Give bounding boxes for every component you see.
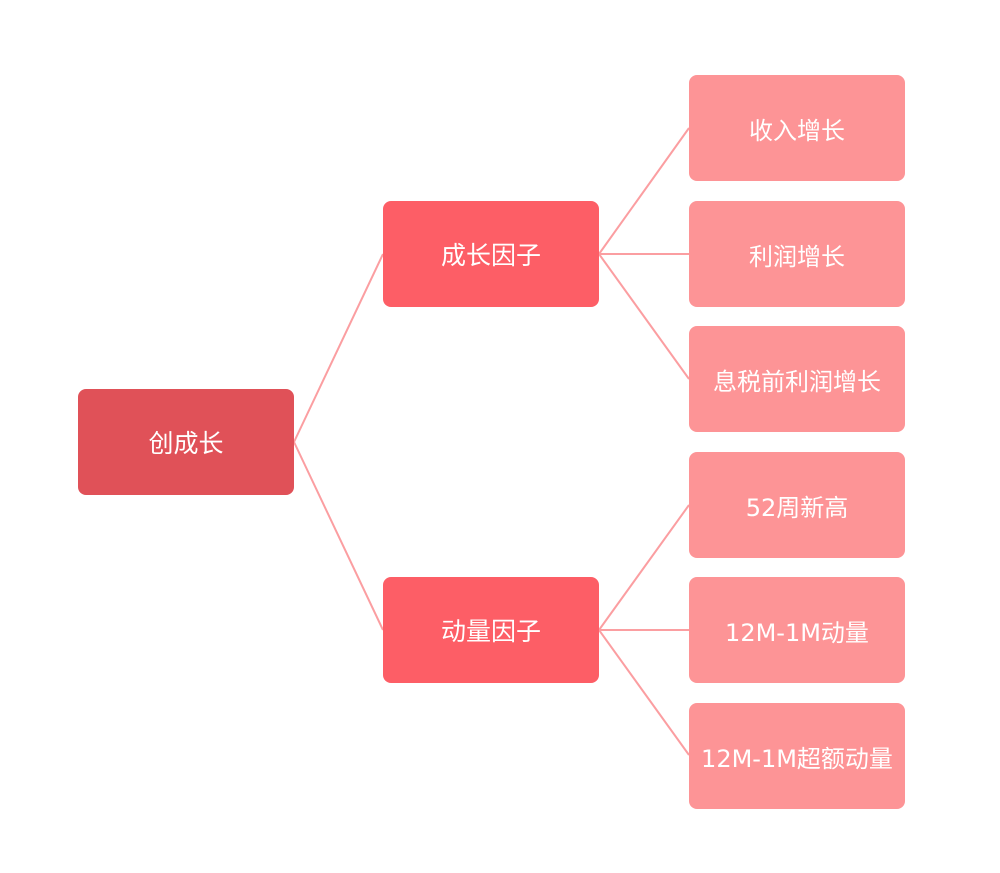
leaf-node-12m-1m-momentum[interactable]: 12M-1M动量 [689,577,905,683]
leaf-node-label: 52周新高 [745,493,849,522]
link-branch-1-leaf-1 [598,127,690,255]
branch-node-label: 成长因子 [440,241,541,270]
branch-node-momentum[interactable]: 动量因子 [383,577,599,683]
branch-node-growth[interactable]: 成长因子 [383,201,599,307]
root-node[interactable]: 创成长 [78,389,294,495]
leaf-node-revenue-growth[interactable]: 收入增长 [689,75,905,181]
leaf-node-label: 收入增长 [749,116,845,145]
link-root-branch-2 [293,441,384,631]
leaf-node-12m-1m-excess-momentum[interactable]: 12M-1M超额动量 [689,703,905,809]
leaf-node-label: 12M-1M超额动量 [701,744,893,773]
link-branch-2-leaf-3 [598,629,690,756]
leaf-node-ebit-growth[interactable]: 息税前利润增长 [689,326,905,432]
leaf-node-label: 息税前利润增长 [713,367,881,396]
branch-node-label: 动量因子 [440,617,541,646]
link-branch-2-leaf-1 [598,504,690,631]
leaf-node-label: 利润增长 [749,242,845,271]
leaf-node-label: 12M-1M动量 [725,618,869,647]
root-node-label: 创成长 [148,429,224,458]
link-root-branch-1 [293,253,384,443]
link-branch-1-leaf-3 [598,253,690,380]
leaf-node-profit-growth[interactable]: 利润增长 [689,201,905,307]
leaf-node-52-week-high[interactable]: 52周新高 [689,452,905,558]
